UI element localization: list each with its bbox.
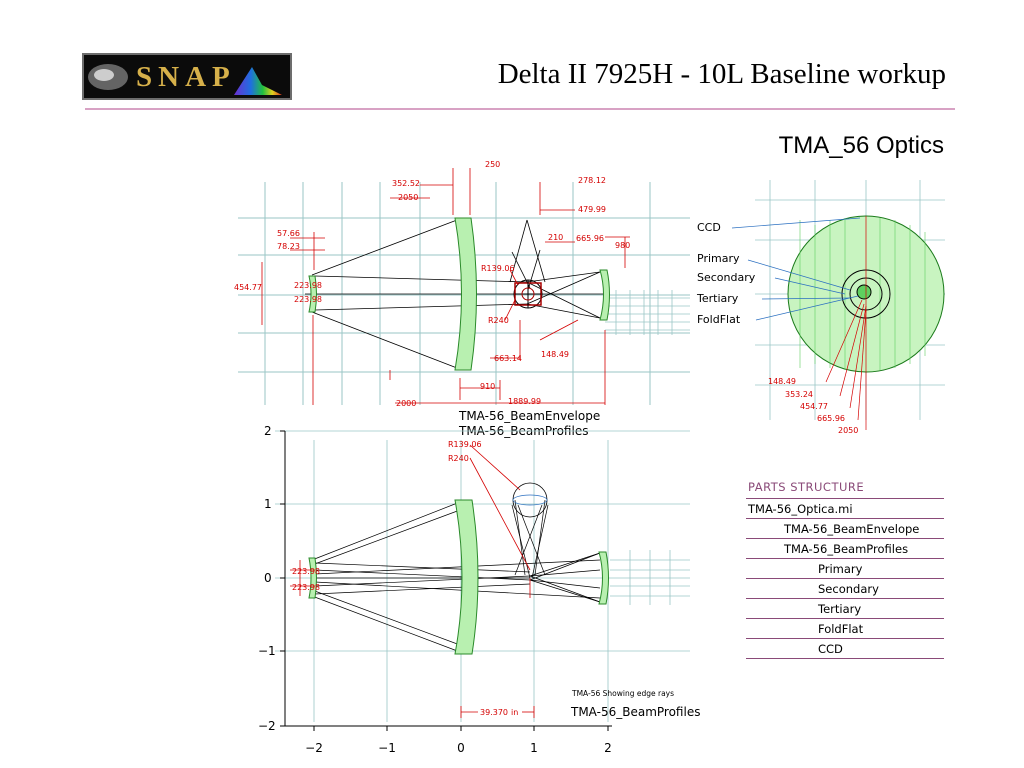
bottom-dim-223-a: 223.98 (292, 567, 320, 576)
dim-250: 250 (485, 160, 500, 169)
header-rule (85, 108, 955, 110)
dim-980: 980 (615, 241, 630, 250)
side-disc-hatch (799, 218, 926, 370)
xtick-neg1: −1 (378, 741, 396, 755)
bottom-beam-rays (311, 499, 601, 653)
scale-value: 39.370 (480, 708, 508, 717)
edge-rays-note: TMA-56 Showing edge rays (571, 689, 674, 698)
parts-heading: PARTS STRUCTURE (746, 478, 944, 499)
top-beam-rays (305, 219, 605, 369)
bottom-plot: 2 1 0 −1 −2 −2 −1 0 1 2 (258, 424, 700, 755)
parts-item-ccd: CCD (746, 639, 944, 659)
top-dimension-lines (261, 168, 630, 405)
logo-graphic (88, 64, 282, 95)
dim-278-12: 278.12 (578, 176, 606, 185)
top-right-mesh (605, 290, 690, 335)
dim-r240: R240 (488, 316, 509, 325)
parts-item-foldflat: FoldFlat (746, 619, 944, 639)
dim-78-23: 78.23 (277, 242, 300, 251)
bottom-axes (280, 430, 612, 731)
dim-148-49: 148.49 (541, 350, 569, 359)
xtick-0: 0 (457, 741, 465, 755)
dim-2050: 2050 (398, 193, 418, 202)
bottom-r240: R240 (448, 454, 469, 463)
dim-r139-06: R139.06 (481, 264, 515, 273)
ytick-neg2: −2 (258, 719, 276, 733)
side-foldflat (856, 284, 872, 300)
dim-1889-99: 1889.99 (508, 397, 541, 406)
dim-223-98-a: 223.98 (294, 281, 322, 290)
side-view: CCD Primary Secondary Tertiary FoldFlat … (696, 180, 945, 435)
bottom-secondary-ellipse (512, 494, 548, 506)
callout-ccd: CCD (697, 221, 721, 234)
dim-352-52: 352.52 (392, 179, 420, 188)
bottom-ccd (308, 557, 317, 599)
side-callout-lines (731, 217, 861, 321)
bottom-dimension-labels: R139.06 R240 223.98 223.98 39.370 in (292, 440, 518, 717)
dim-57-66: 57.66 (277, 229, 300, 238)
beam-profiles-label-bottom: TMA-56_BeamProfiles (570, 705, 700, 719)
page-title: Delta II 7925H - 10L Baseline workup (497, 58, 946, 90)
bottom-grid (275, 430, 690, 722)
callout-tertiary: Tertiary (696, 292, 739, 305)
bottom-dim-223-b: 223.98 (292, 583, 320, 592)
xtick-2: 2 (604, 741, 612, 755)
side-callouts: CCD Primary Secondary Tertiary FoldFlat (696, 221, 756, 326)
bottom-tertiary-mirror (598, 551, 609, 605)
dim-910: 910 (480, 382, 495, 391)
parts-item-secondary: Secondary (746, 579, 944, 599)
dim-2000: 2000 (396, 399, 416, 408)
page-subtitle: TMA_56 Optics (778, 132, 944, 159)
ytick-1: 1 (264, 497, 272, 511)
callout-secondary: Secondary (697, 271, 756, 284)
side-dimension-lines (825, 216, 867, 430)
top-primary-mirror (454, 217, 477, 371)
side-dim-353-24: 353.24 (785, 390, 813, 399)
parts-item-tertiary: Tertiary (746, 599, 944, 619)
top-secondary-cluster (513, 279, 543, 309)
side-dimensions: 148.49 353.24 454.77 665.96 2050 (768, 377, 858, 435)
parts-item-beam-envelope: TMA-56_BeamEnvelope (746, 519, 944, 539)
top-dimension-labels: 250 352.52 2050 278.12 479.99 210 665.96… (234, 160, 630, 408)
top-ccd (308, 275, 317, 313)
bottom-dimension-lines (290, 444, 535, 718)
parts-item-beam-profiles: TMA-56_BeamProfiles (746, 539, 944, 559)
bottom-r139: R139.06 (448, 440, 482, 449)
bottom-y-ticks: 2 1 0 −1 −2 (258, 424, 276, 733)
parts-item-optica: TMA-56_Optica.mi (746, 499, 944, 519)
beam-envelope-label: TMA-56_BeamEnvelope (458, 409, 600, 423)
dim-223-98-b: 223.98 (294, 295, 322, 304)
xtick-neg2: −2 (305, 741, 323, 755)
side-dim-2050: 2050 (838, 426, 858, 435)
dim-665-96: 665.96 (576, 234, 604, 243)
side-dim-148-49: 148.49 (768, 377, 796, 386)
dim-479-99: 479.99 (578, 205, 606, 214)
side-dim-454-77: 454.77 (800, 402, 828, 411)
dim-454-77: 454.77 (234, 283, 262, 292)
scale-unit: in (511, 708, 518, 717)
ytick-2: 2 (264, 424, 272, 438)
ytick-neg1: −1 (258, 644, 276, 658)
parts-structure: PARTS STRUCTURE TMA-56_Optica.mi TMA-56_… (746, 478, 944, 659)
bottom-primary-mirror (454, 499, 479, 655)
dim-210: 210 (548, 233, 563, 242)
top-tertiary-mirror (599, 269, 610, 321)
dim-663-14: 663.14 (494, 354, 522, 363)
callout-primary: Primary (697, 252, 740, 265)
xtick-1: 1 (530, 741, 538, 755)
ytick-0: 0 (264, 571, 272, 585)
callout-foldflat: FoldFlat (697, 313, 741, 326)
bottom-x-ticks: −2 −1 0 1 2 (305, 741, 612, 755)
side-dim-665-96: 665.96 (817, 414, 845, 423)
logo-text: SNAP (136, 61, 236, 93)
parts-item-primary: Primary (746, 559, 944, 579)
snap-logo: SNAP (82, 53, 292, 100)
